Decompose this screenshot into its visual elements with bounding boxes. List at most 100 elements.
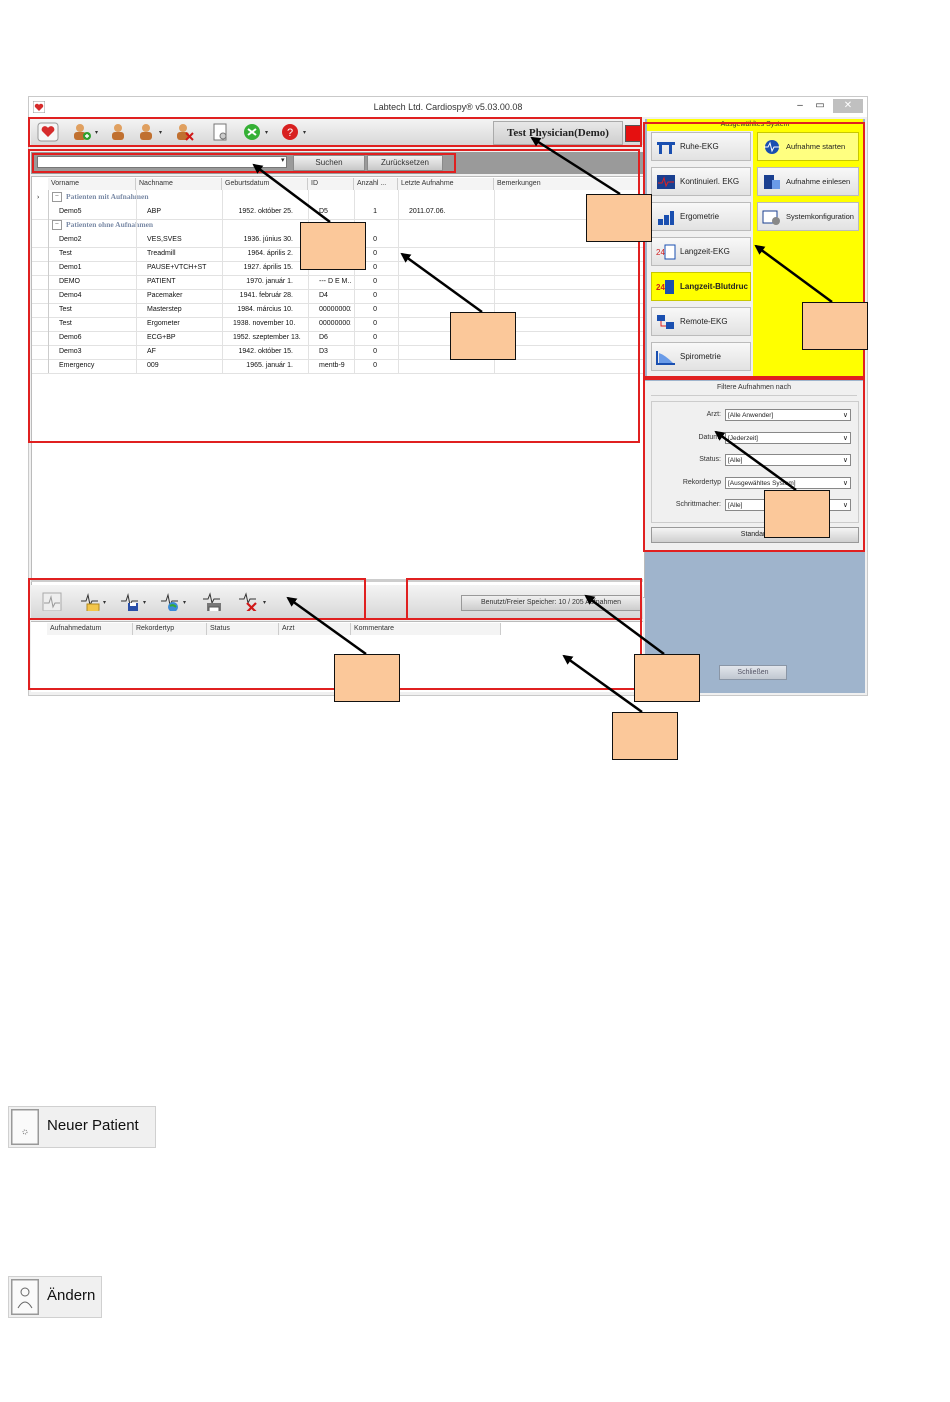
patient-list-icon[interactable] xyxy=(135,122,157,142)
help-icon[interactable]: ? xyxy=(279,122,301,142)
record-column-header[interactable]: Status xyxy=(207,623,279,635)
report-icon[interactable] xyxy=(209,122,231,142)
action-button-2[interactable]: Systemkonfiguration xyxy=(757,202,859,231)
new-patient-button-example[interactable]: Neuer Patient xyxy=(8,1106,156,1148)
column-divider xyxy=(398,190,399,373)
cell-birth: 1936. június 30. xyxy=(243,236,293,243)
physician-label[interactable]: Test Physician(Demo) xyxy=(493,121,623,145)
maximize-button[interactable]: ▭ xyxy=(815,100,825,111)
heart-monitor-icon[interactable] xyxy=(37,122,59,142)
chevron-down-icon[interactable]: ∨ xyxy=(842,412,848,419)
new-patient-icon xyxy=(11,1109,39,1145)
chevron-down-icon[interactable]: ▾ xyxy=(281,157,285,164)
chevron-down-icon[interactable]: ▾ xyxy=(183,600,187,606)
cell-last: Treadmill xyxy=(147,250,176,257)
filter-select-2[interactable]: [Alle]∨ xyxy=(725,454,851,466)
ecg-view-icon[interactable] xyxy=(41,591,63,611)
tools-icon[interactable] xyxy=(241,122,263,142)
cell-birth: 1938. november 10. xyxy=(233,320,296,327)
search-button[interactable]: Suchen xyxy=(293,155,365,171)
column-header[interactable]: Nachname xyxy=(136,178,222,190)
edit-button-example[interactable]: Ändern xyxy=(8,1276,102,1318)
cell-birth: 1952. október 25. xyxy=(238,208,294,215)
cell-count: 0 xyxy=(373,236,377,243)
chevron-down-icon[interactable]: ▾ xyxy=(265,130,269,136)
chevron-down-icon[interactable]: ▾ xyxy=(263,600,267,606)
filter-select-0[interactable]: [Alle Anwender] ∨ xyxy=(725,409,851,421)
cell-first: Demo5 xyxy=(59,208,82,215)
edit-patient-icon[interactable] xyxy=(107,122,129,142)
column-header[interactable]: Geburtsdatum xyxy=(222,178,308,190)
system-button-5[interactable]: Remote-EKG xyxy=(651,307,751,336)
delete-patient-icon[interactable] xyxy=(173,122,195,142)
filter-select-1[interactable]: [Jederzeit] ∨ xyxy=(725,431,851,444)
record-column-header[interactable]: Kommentare xyxy=(351,623,501,635)
group-header[interactable]: −Patienten mit Aufnahmen› xyxy=(37,191,149,203)
column-divider xyxy=(222,190,223,373)
filter-select-3[interactable]: [Ausgewähltes System]∨ xyxy=(725,476,851,489)
ecg-open-icon[interactable] xyxy=(79,591,101,611)
group-header[interactable]: −Patienten ohne Aufnahmen xyxy=(52,219,153,231)
expand-toggle-icon[interactable]: − xyxy=(52,220,62,231)
system-button-6[interactable]: Spirometrie xyxy=(651,342,751,371)
system-label: Ergometrie xyxy=(680,212,720,221)
chevron-down-icon[interactable]: ▾ xyxy=(143,600,147,606)
column-header[interactable]: Anzahl ... xyxy=(354,178,398,190)
title-bar: Labtech Ltd. Cardiospy® v5.03.00.08 – ▭ … xyxy=(29,97,867,117)
ecg-print-icon[interactable] xyxy=(201,591,223,611)
action-button-1[interactable]: Aufnahme einlesen xyxy=(757,167,859,196)
cell-count: 1 xyxy=(373,208,377,215)
chevron-down-icon[interactable]: ∨ xyxy=(842,457,848,464)
system-button-1[interactable]: Kontinuierl. EKG xyxy=(651,167,751,196)
splitter[interactable] xyxy=(31,579,643,582)
ecg-web-icon[interactable] xyxy=(159,591,181,611)
chevron-down-icon[interactable]: ▾ xyxy=(303,130,307,136)
minimize-button[interactable]: – xyxy=(797,100,803,111)
cell-first: Test xyxy=(59,306,72,313)
record-column-header[interactable]: Arzt xyxy=(279,623,351,635)
chevron-down-icon[interactable]: ▾ xyxy=(103,600,107,606)
close-button[interactable]: Schließen xyxy=(719,665,787,680)
search-input[interactable] xyxy=(37,156,287,168)
ecg-delete-icon[interactable] xyxy=(237,591,259,611)
column-header[interactable]: Letzte Aufnahme xyxy=(398,178,494,190)
chevron-down-icon[interactable]: ▾ xyxy=(95,130,99,136)
system-button-0[interactable]: Ruhe-EKG xyxy=(651,132,751,161)
svg-text:?: ? xyxy=(287,127,293,139)
reset-button[interactable]: Zurücksetzen xyxy=(367,155,443,171)
window-title: Labtech Ltd. Cardiospy® v5.03.00.08 xyxy=(373,102,523,112)
record-column-header[interactable]: Aufnahmedatum xyxy=(47,623,133,635)
record-column-header[interactable]: Rekordertyp xyxy=(133,623,207,635)
expand-toggle-icon[interactable]: − xyxy=(52,192,62,203)
chevron-down-icon[interactable]: ∨ xyxy=(842,434,848,442)
system-panel-caption: Ausgewähltes System xyxy=(720,121,790,128)
filter-value: [Jederzeit] xyxy=(728,434,758,442)
chevron-down-icon[interactable]: ▾ xyxy=(159,130,163,136)
chevron-down-icon[interactable]: ∨ xyxy=(842,479,848,487)
action-button-0[interactable]: Aufnahme starten xyxy=(757,132,859,161)
ergometry-icon xyxy=(658,211,674,225)
callout-box-7 xyxy=(634,654,700,702)
cell-last: VES,SVES xyxy=(147,236,182,243)
new-patient-icon[interactable] xyxy=(71,122,93,142)
filter-label: Datum: xyxy=(698,433,721,441)
ecg-save-icon[interactable] xyxy=(119,591,141,611)
column-header[interactable]: Vorname xyxy=(48,178,136,190)
cell-last: Pacemaker xyxy=(147,292,183,299)
chevron-down-icon[interactable]: ∨ xyxy=(842,502,848,509)
close-window-button[interactable]: ✕ xyxy=(833,99,863,113)
system-button-2[interactable]: Ergometrie xyxy=(651,202,751,231)
filter-value: [Alle Anwender] xyxy=(728,412,774,419)
edit-label: Ändern xyxy=(47,1287,96,1304)
column-header[interactable]: ID xyxy=(308,178,354,190)
